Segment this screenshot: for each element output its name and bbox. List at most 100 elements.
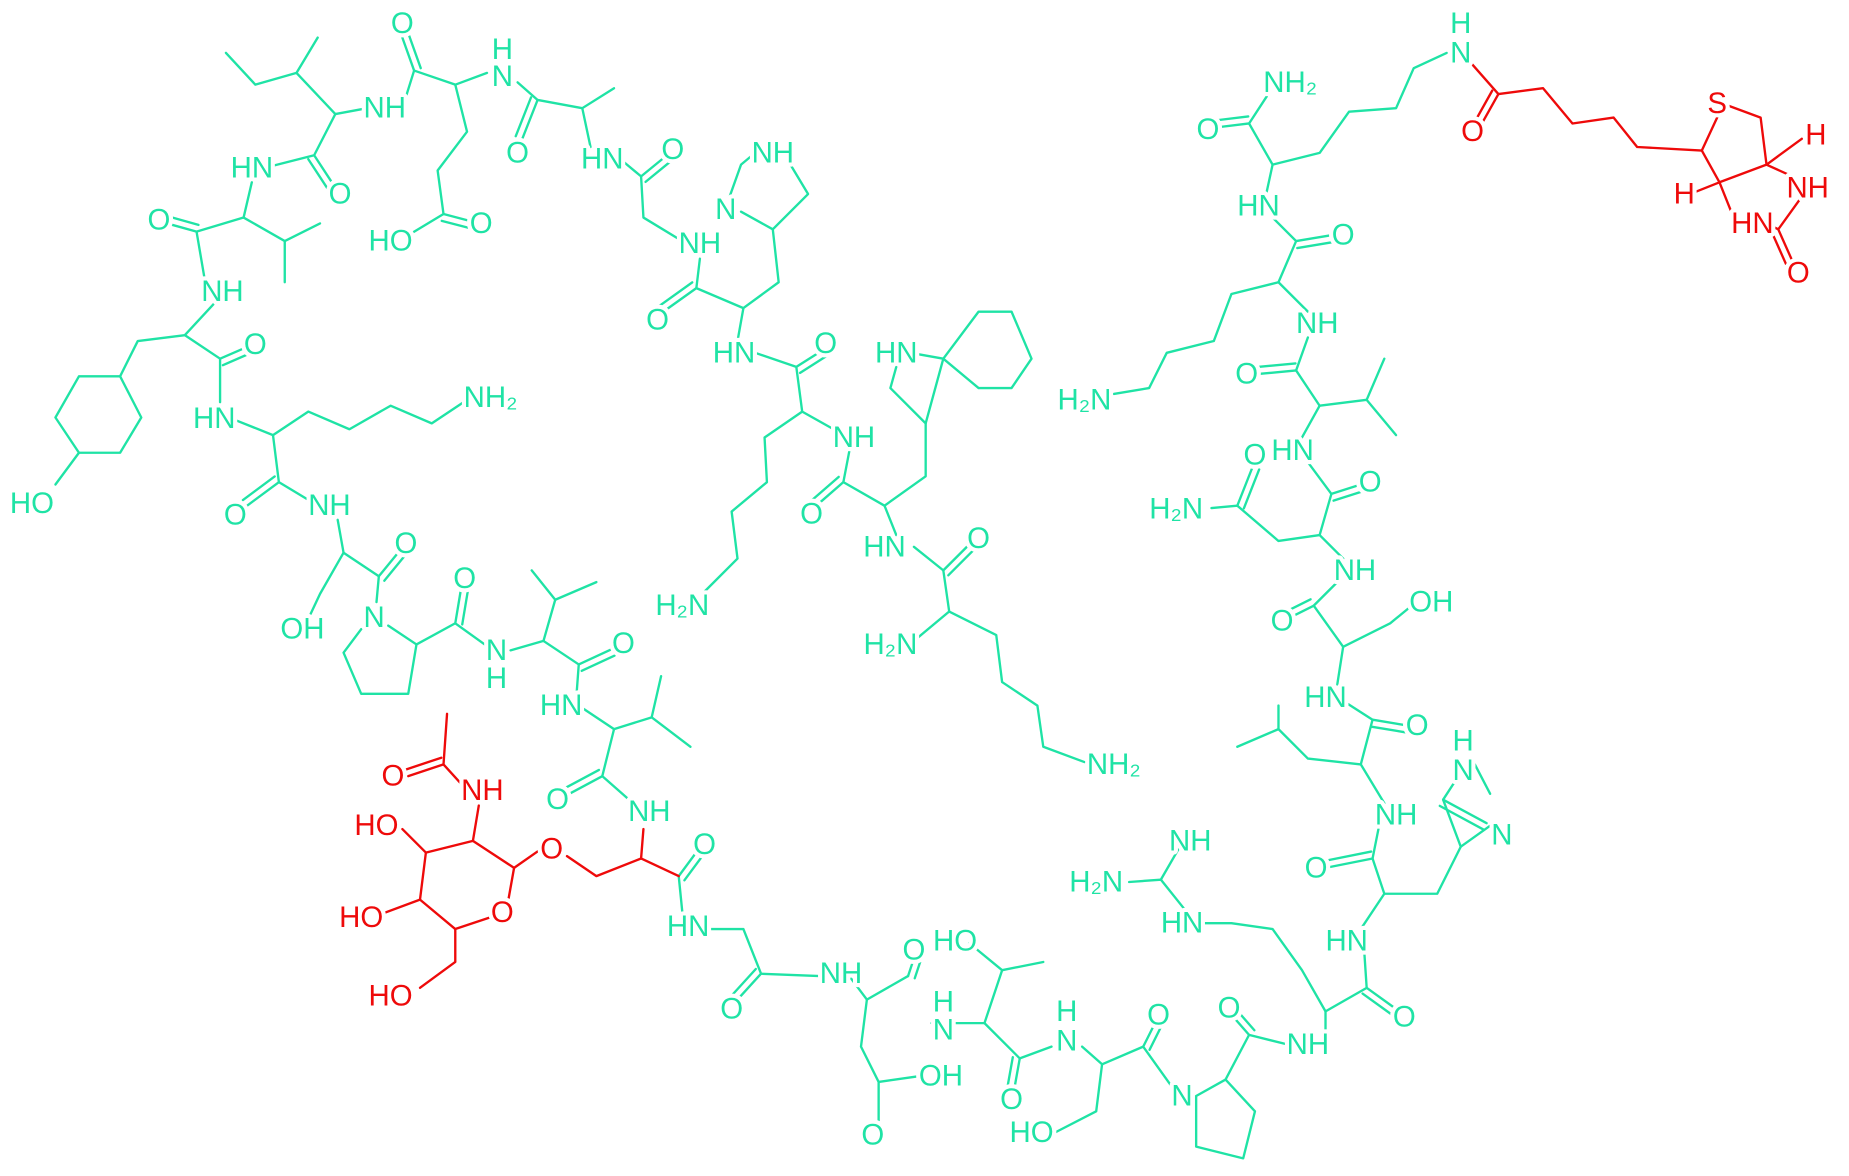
peptide-atom-label: NH xyxy=(820,957,862,990)
bond xyxy=(1365,357,1386,402)
bond xyxy=(942,310,1033,390)
peptide-atom-label: O xyxy=(1393,1001,1416,1034)
bond xyxy=(1473,763,1492,795)
peptide-atom-label: NH xyxy=(1296,307,1338,340)
double-bond xyxy=(454,586,463,625)
double-bond xyxy=(1231,1014,1251,1037)
bond xyxy=(230,398,469,437)
peptide-atom-label: O xyxy=(720,993,743,1026)
bond xyxy=(639,827,645,860)
double-bond xyxy=(1480,92,1500,125)
bond xyxy=(1000,960,1045,972)
bond xyxy=(1210,504,1345,560)
peptide-atom-label: O xyxy=(1244,439,1267,472)
double-bond xyxy=(1012,1057,1021,1093)
bond xyxy=(1694,181,1721,193)
bond xyxy=(877,1074,921,1084)
peptide-atom-label: N xyxy=(1491,818,1512,851)
peptide-atom-label: O xyxy=(1406,709,1429,742)
peptide-atom-label: NH xyxy=(679,227,721,260)
peptide-atom-label: HN xyxy=(1271,434,1313,467)
double-bond xyxy=(568,774,604,795)
peptide-atom-label: N xyxy=(1171,1080,1192,1113)
peptide-atom-label: HN xyxy=(1325,924,1367,957)
bond xyxy=(1194,1078,1257,1160)
bond xyxy=(1224,1033,1288,1081)
double-bond xyxy=(662,286,698,313)
bond xyxy=(412,69,489,86)
peptide-atom-label: N xyxy=(1056,1024,1077,1057)
double-bond xyxy=(307,157,330,191)
peptide-atom-label: HO xyxy=(10,487,54,520)
modification-atom-label: S xyxy=(1707,87,1727,120)
bond xyxy=(54,451,81,486)
bond xyxy=(601,727,633,804)
double-bond xyxy=(1324,857,1374,870)
bond xyxy=(1053,1045,1104,1134)
bond xyxy=(195,216,245,282)
double-bond xyxy=(580,654,616,673)
double-bond xyxy=(407,763,445,778)
peptide-atom-label: HN xyxy=(863,530,905,563)
bond xyxy=(1100,1045,1174,1089)
double-bond xyxy=(683,852,706,882)
double-bond xyxy=(1361,992,1394,1016)
peptide-atom-label: NH₂ xyxy=(464,381,518,414)
bond xyxy=(883,504,898,537)
peptide-atom-label: H₂N xyxy=(1058,383,1112,416)
peptide-atom-label: O xyxy=(147,203,170,236)
double-bond xyxy=(1332,490,1365,502)
bond xyxy=(242,181,286,284)
double-bond xyxy=(1438,804,1485,831)
double-bond xyxy=(906,957,916,978)
peptide-atom-label: OH xyxy=(1409,586,1453,619)
double-bond xyxy=(165,222,198,233)
double-bond xyxy=(167,215,200,227)
peptide-atom-label: NH xyxy=(1334,554,1376,587)
peptide-atom-label: O xyxy=(1271,604,1294,637)
bond xyxy=(1324,951,1368,1013)
double-bond xyxy=(658,281,694,308)
peptide-atom-label: H₂N xyxy=(1069,865,1123,898)
peptide-atom-label: O xyxy=(546,783,569,816)
bond xyxy=(1247,95,1274,193)
bond xyxy=(1341,699,1374,766)
bond xyxy=(695,210,780,310)
bond xyxy=(377,898,422,917)
peptide-atom-label: HO xyxy=(369,225,413,258)
bond xyxy=(618,157,684,243)
bond xyxy=(1765,137,1803,166)
bond xyxy=(728,151,757,199)
peptide-atom-label: H xyxy=(1452,724,1473,757)
double-bond xyxy=(221,352,252,367)
peptide-atom-label: O xyxy=(612,627,635,660)
peptide-atom-label: O xyxy=(506,136,529,169)
bond xyxy=(54,375,143,454)
peptide-atom-label: O xyxy=(661,133,684,166)
bond xyxy=(509,569,557,652)
double-bond xyxy=(1770,231,1788,266)
double-bond xyxy=(1777,228,1794,263)
bond xyxy=(407,83,469,237)
bond xyxy=(771,163,810,231)
double-bond xyxy=(913,959,922,980)
double-bond xyxy=(1370,725,1408,734)
double-bond xyxy=(1218,122,1251,129)
peptide-atom-label: N xyxy=(1452,754,1473,787)
bond xyxy=(401,827,428,854)
peptide-atom-label: O xyxy=(693,828,716,861)
bond xyxy=(650,716,692,748)
double-bond xyxy=(401,36,416,72)
peptide-atom-label: HN xyxy=(193,402,235,435)
modification-atom-label: O xyxy=(491,896,514,929)
peptide-atom-label: OH xyxy=(280,613,324,646)
double-bond xyxy=(1365,986,1398,1011)
double-bond xyxy=(1236,465,1254,507)
bond xyxy=(1312,580,1345,648)
double-bond xyxy=(1296,240,1334,250)
double-bond xyxy=(245,480,281,507)
peptide-atom-label: HN xyxy=(1304,681,1346,714)
peptide-atom-label: N xyxy=(933,1014,954,1047)
bond xyxy=(577,675,663,731)
